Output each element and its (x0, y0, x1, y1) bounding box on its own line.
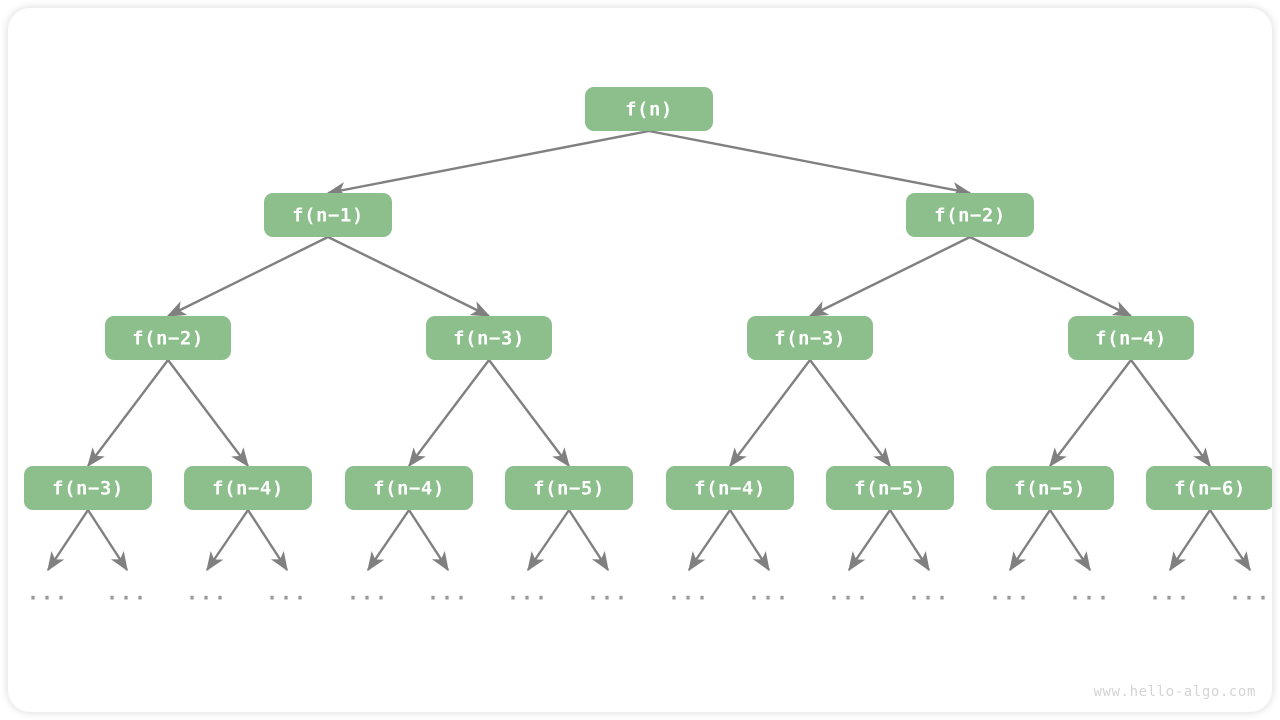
tree-node[interactable]: f(n−6) (1146, 466, 1272, 510)
ellipsis-mark: ... (1069, 581, 1111, 605)
tree-edges (87, 129, 1211, 468)
tree-node[interactable]: f(n−1) (264, 193, 392, 237)
node-box (184, 466, 312, 510)
tree-edge (167, 359, 249, 468)
tree-edge (87, 359, 169, 468)
node-label: f(n−4) (694, 478, 766, 500)
node-box (747, 316, 873, 360)
tree-node[interactable]: f(n−4) (666, 466, 794, 510)
node-label: f(n) (625, 99, 673, 121)
tree-edge (166, 235, 329, 318)
leaf-arrow (407, 509, 450, 572)
node-box (505, 466, 633, 510)
ellipsis-mark: ... (1229, 581, 1271, 605)
leaf-arrow (888, 509, 931, 572)
node-label: f(n−5) (854, 478, 926, 500)
node-box (906, 193, 1034, 237)
tree-edge (809, 359, 891, 468)
node-box (1146, 466, 1272, 510)
ellipsis-mark: ... (989, 581, 1031, 605)
tree-edge (1130, 359, 1211, 468)
tree-node[interactable]: f(n−2) (906, 193, 1034, 237)
leaf-arrow (1169, 509, 1211, 572)
leaf-arrow (688, 509, 731, 572)
leaf-arrow (1049, 509, 1091, 572)
tree-node[interactable]: f(n) (585, 87, 713, 131)
node-label: f(n−5) (1014, 478, 1086, 500)
node-label: f(n−3) (453, 328, 525, 350)
node-label: f(n−4) (212, 478, 284, 500)
node-box (264, 193, 392, 237)
ellipsis-mark: ... (587, 581, 629, 605)
ellipsis-mark: ... (507, 581, 549, 605)
node-label: f(n−6) (1174, 478, 1246, 500)
figure-frame: f(n) f(n−1) f(n−2) f(n−2) f(n−3) f(n−3) f(n−4)… (8, 8, 1272, 712)
node-box (24, 466, 152, 510)
leaf-arrow (1209, 509, 1251, 572)
node-box (105, 316, 231, 360)
node-box (426, 316, 552, 360)
ellipsis-mark: ... (427, 581, 469, 605)
tree-node[interactable]: f(n−4) (184, 466, 312, 510)
ellipsis-mark: ... (266, 581, 308, 605)
tree-node[interactable]: f(n−3) (747, 316, 873, 360)
node-label: f(n−5) (533, 478, 605, 500)
node-label: f(n−2) (132, 328, 204, 350)
tree-edge (729, 359, 811, 468)
node-box (345, 466, 473, 510)
node-label: f(n−4) (1095, 328, 1167, 350)
node-label: f(n−3) (774, 328, 846, 350)
tree-edge (808, 235, 971, 318)
ellipsis-mark: ... (828, 581, 870, 605)
tree-edge (969, 235, 1133, 318)
node-label: f(n−1) (292, 205, 364, 227)
leaf-arrow (367, 509, 410, 572)
ellipsis-mark: ... (186, 581, 228, 605)
ellipsis-mark: ... (106, 581, 148, 605)
ellipsis-mark: ... (27, 581, 69, 605)
tree-edge (1049, 359, 1132, 468)
tree-nodes: f(n) f(n−1) f(n−2) f(n−2) f(n−3) f(n−3) f(n−4)… (24, 87, 1272, 510)
tree-node[interactable]: f(n−3) (24, 466, 152, 510)
tree-edge (327, 235, 491, 318)
leaf-arrow (567, 509, 610, 572)
leaf-arrow (246, 509, 289, 572)
node-label: f(n−4) (373, 478, 445, 500)
tree-node[interactable]: f(n−4) (1068, 316, 1194, 360)
ellipsis-mark: ... (748, 581, 790, 605)
tree-node[interactable]: f(n−5) (505, 466, 633, 510)
ellipsis-mark: ... (347, 581, 389, 605)
recursion-tree-diagram: f(n) f(n−1) f(n−2) f(n−2) f(n−3) f(n−3) f(n−4)… (24, 87, 1272, 700)
tree-node[interactable]: f(n−3) (426, 316, 552, 360)
leaf-arrow (1009, 509, 1051, 572)
leaf-arrow (47, 509, 89, 572)
leaf-arrow (848, 509, 891, 572)
leaf-arrows (47, 509, 1251, 572)
node-box (986, 466, 1114, 510)
tree-edge (648, 129, 972, 198)
leaf-arrow (728, 509, 771, 572)
watermark: www.hello-algo.com (1093, 684, 1256, 700)
tree-edge (488, 359, 570, 468)
tree-node[interactable]: f(n−2) (105, 316, 231, 360)
leaf-arrow (527, 509, 570, 572)
node-box (1068, 316, 1194, 360)
leaf-arrow (206, 509, 249, 572)
ellipsis-row: ........................................… (27, 581, 1271, 605)
tree-edge (408, 359, 490, 468)
node-box (585, 87, 713, 131)
node-box (826, 466, 954, 510)
tree-node[interactable]: f(n−4) (345, 466, 473, 510)
node-box (666, 466, 794, 510)
ellipsis-mark: ... (1149, 581, 1191, 605)
tree-node[interactable]: f(n−5) (826, 466, 954, 510)
tree-edge (326, 129, 650, 198)
ellipsis-mark: ... (668, 581, 710, 605)
tree-node[interactable]: f(n−5) (986, 466, 1114, 510)
leaf-arrow (86, 509, 129, 572)
ellipsis-mark: ... (908, 581, 950, 605)
node-label: f(n−3) (52, 478, 124, 500)
node-label: f(n−2) (934, 205, 1006, 227)
